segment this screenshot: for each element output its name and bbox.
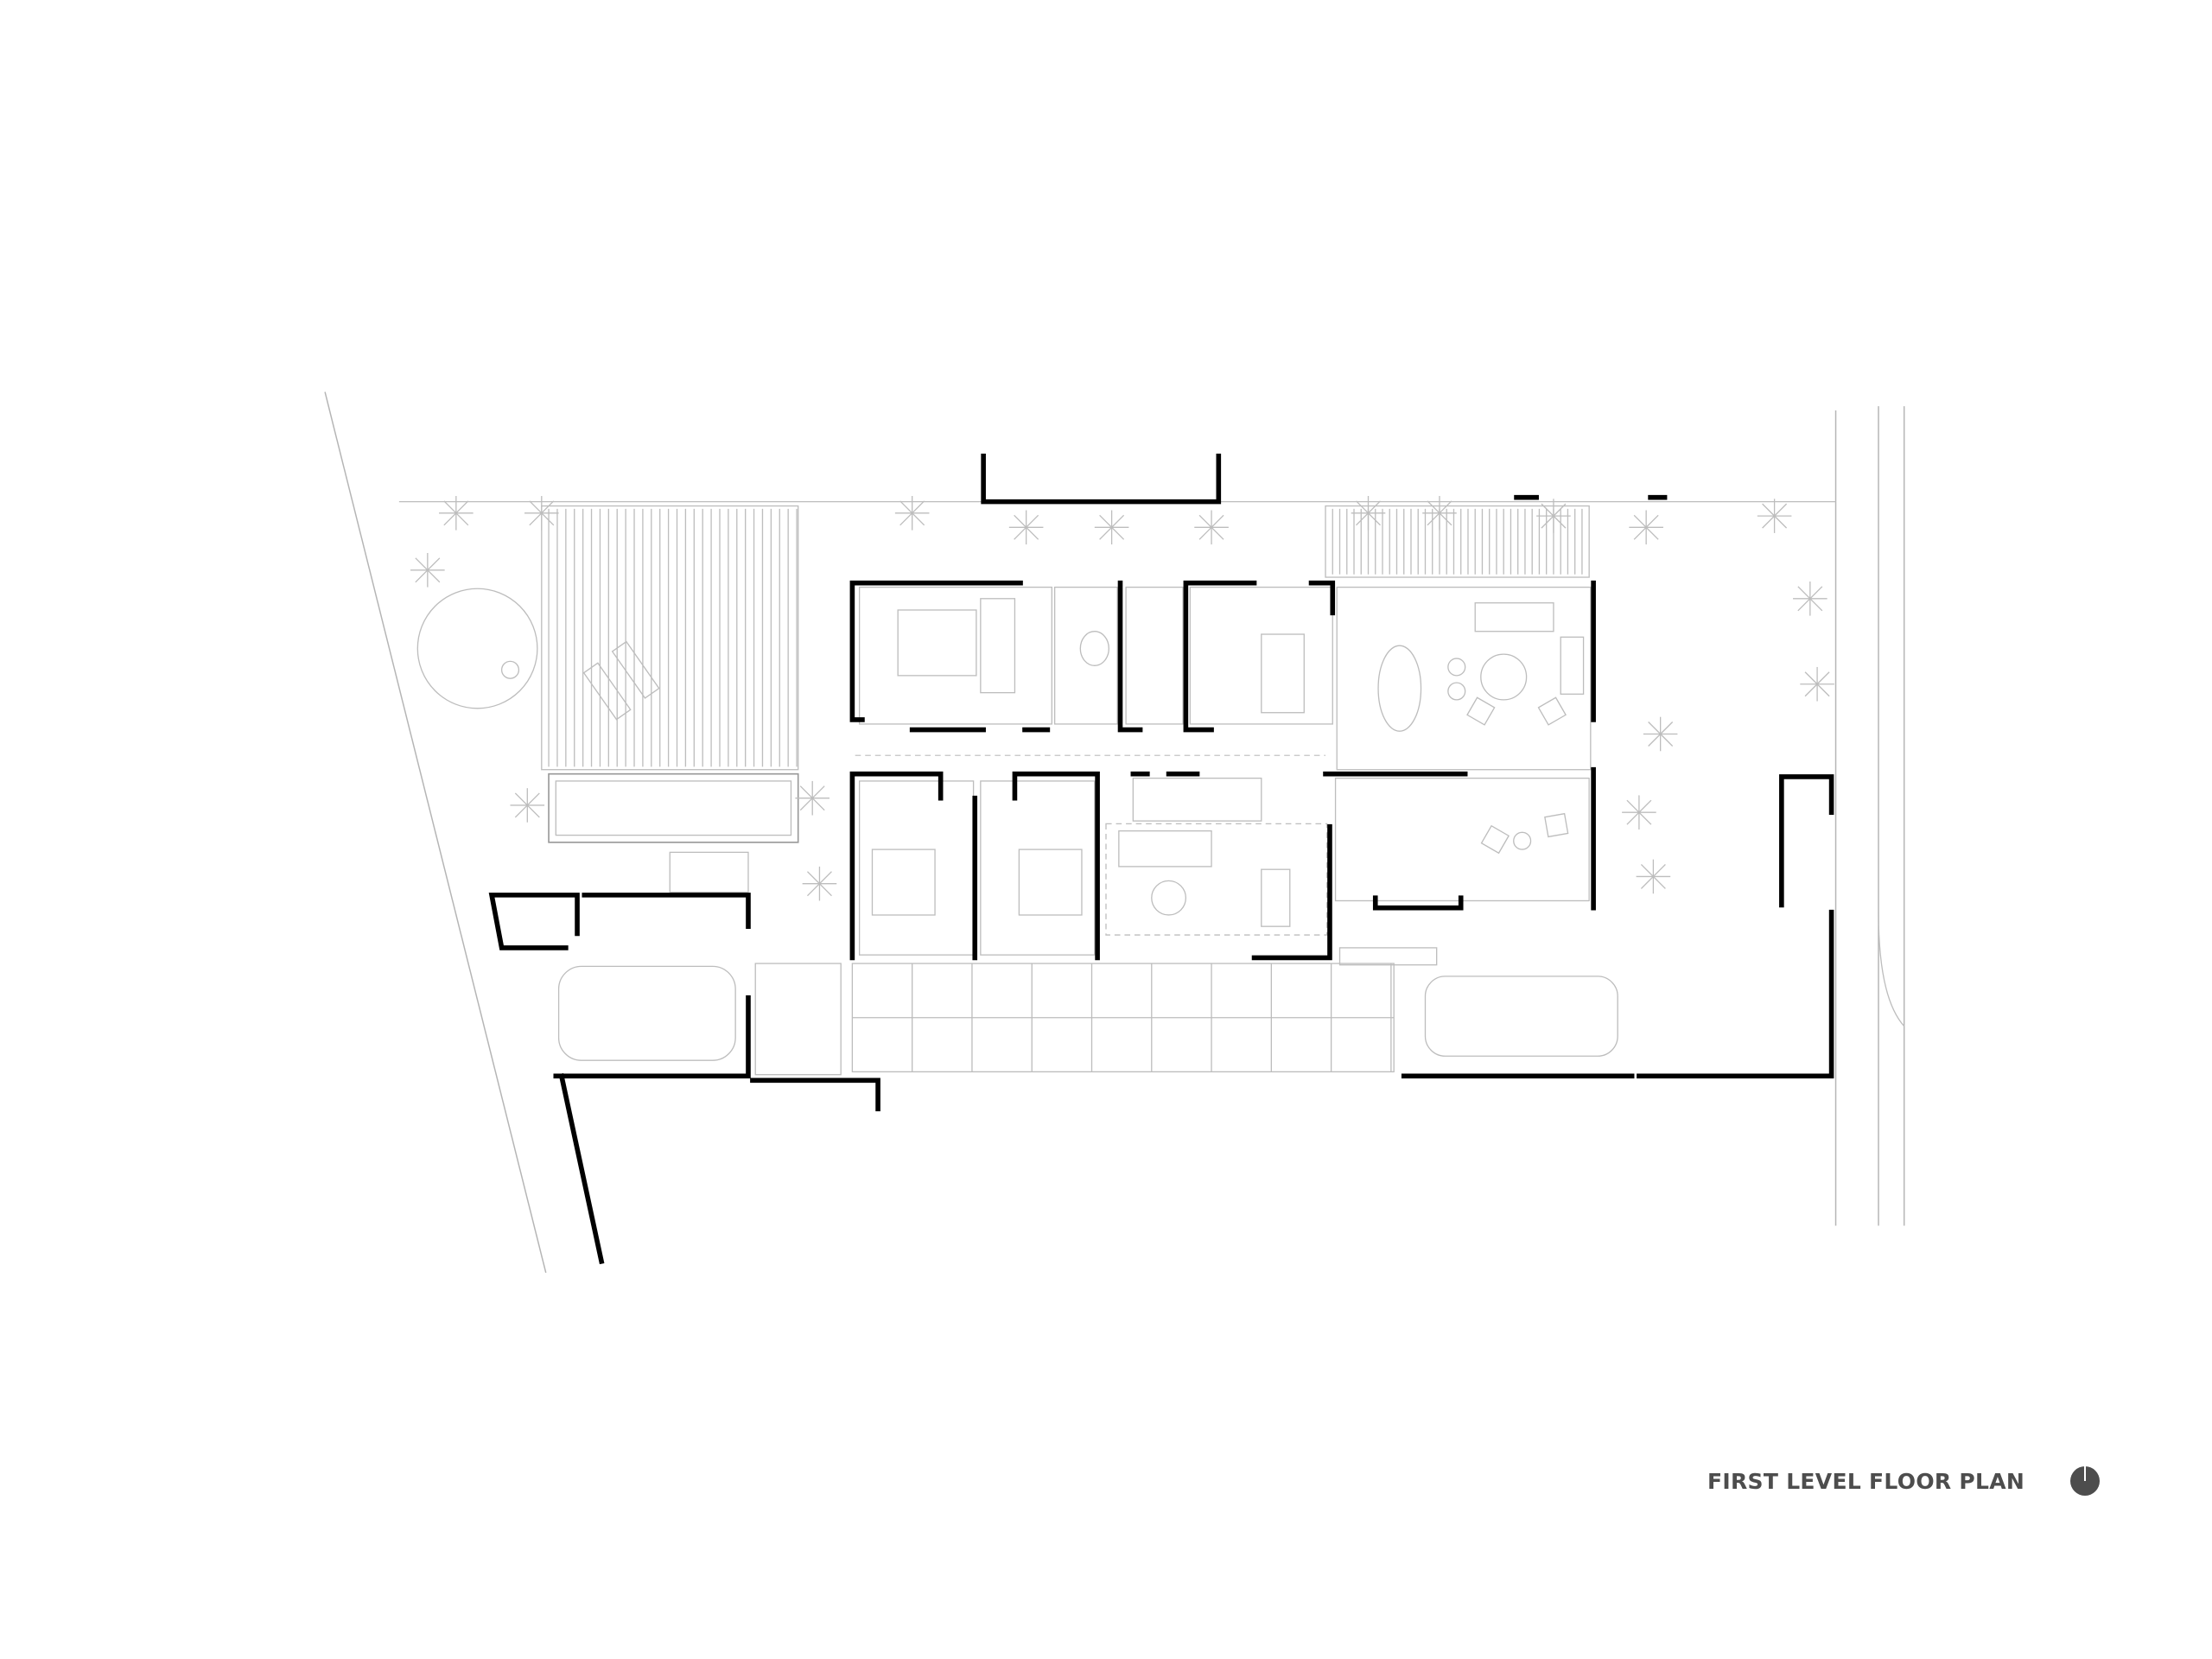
lounge-chairs — [582, 640, 660, 721]
interior-furniture — [855, 586, 1592, 956]
front-pavers — [754, 963, 1395, 1076]
rear-deck — [541, 505, 1590, 771]
drawing-title-block: FIRST LEVEL FLOOR PLAN — [1707, 1465, 2101, 1497]
pool — [548, 772, 799, 843]
walls — [488, 454, 1834, 1265]
drawing-title: FIRST LEVEL FLOOR PLAN — [1707, 1468, 2025, 1494]
tree — [416, 588, 538, 709]
north-arrow-icon — [2070, 1466, 2101, 1496]
stair — [669, 851, 1438, 966]
planting — [410, 496, 1834, 901]
parked-car — [557, 965, 1618, 1061]
